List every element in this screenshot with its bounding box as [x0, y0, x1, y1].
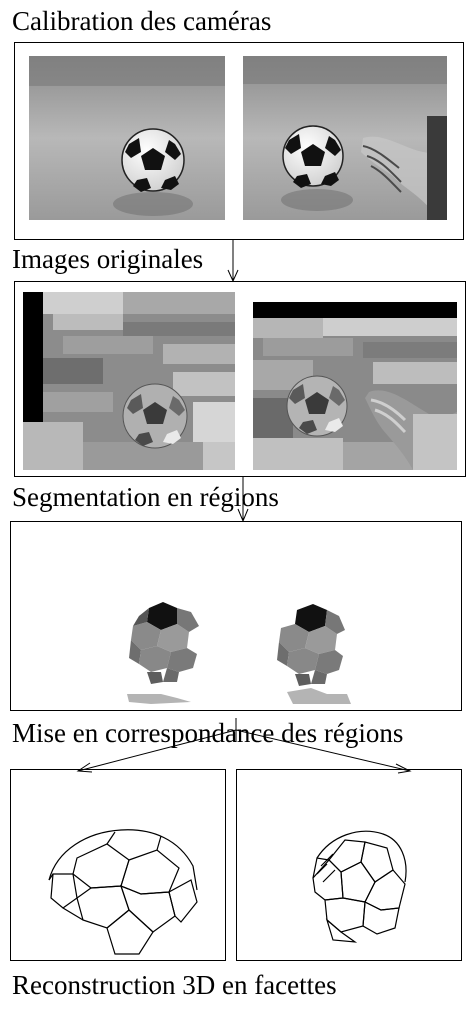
original-photo-right: [243, 56, 447, 220]
segmentation-frame: [14, 281, 466, 477]
step-label-calibration: Calibration des caméras: [12, 6, 272, 36]
original-images-frame: [14, 42, 464, 240]
matched-regions-graphic: [127, 602, 351, 704]
reconstruction-frame-left: [10, 769, 226, 961]
step-label-reconstruction: Reconstruction 3D en facettes: [12, 970, 337, 1000]
matched-ball-left: [127, 602, 199, 704]
wireframe-ball-right: [312, 830, 407, 943]
matching-frame: [10, 521, 462, 711]
soccer-ball-icon: [121, 128, 185, 192]
step-label-matching: Mise en correspondance des régions: [12, 718, 404, 748]
matched-ball-right: [277, 604, 351, 704]
segmented-image-right: [253, 302, 457, 470]
reconstruction-frame-right: [236, 769, 462, 961]
step-label-originals: Images originales: [12, 244, 204, 274]
wireframe-ball-left: [48, 829, 198, 955]
original-photo-left: [29, 56, 225, 220]
segmented-image-left: [23, 292, 235, 470]
arrow-calibration-to-segmentation: [227, 240, 239, 283]
step-label-segmentation: Segmentation en régions: [12, 482, 279, 512]
